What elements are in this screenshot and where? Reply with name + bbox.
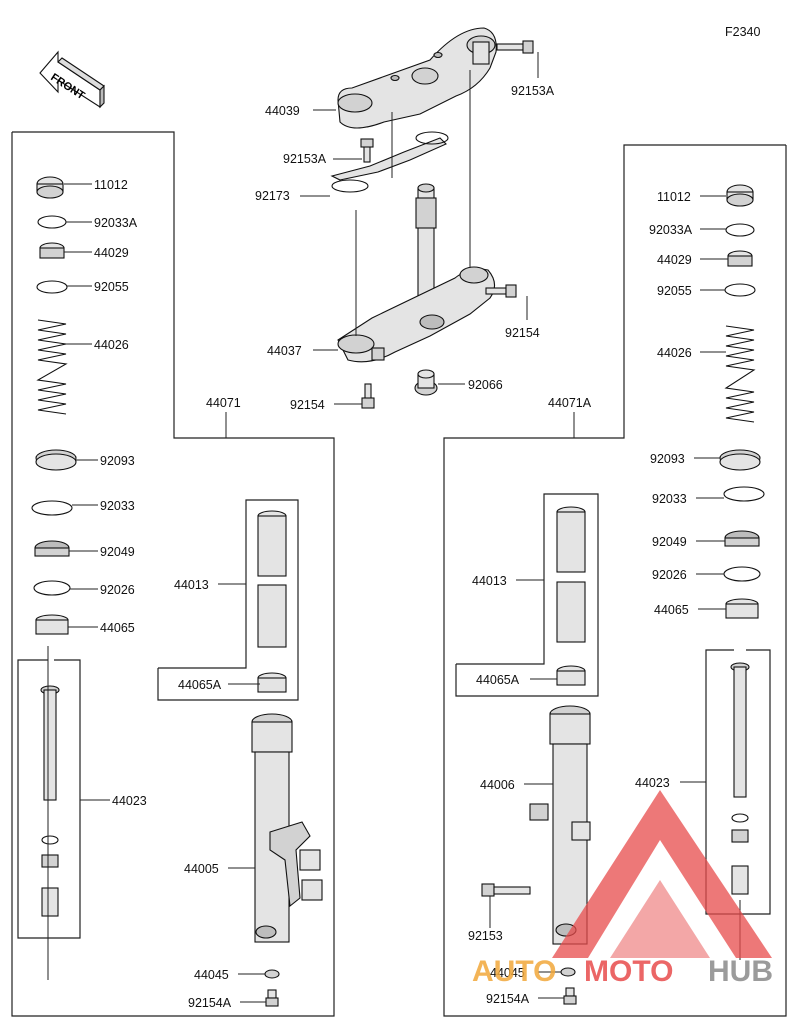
left-label-44065A: 44065A [178, 678, 222, 692]
label-44039: 44039 [265, 104, 300, 118]
label-92154-left: 92154 [290, 398, 325, 412]
label-92153A-mid: 92153A [283, 152, 327, 166]
left-label-92026: 92026 [100, 583, 135, 597]
left-label-92033A: 92033A [94, 216, 138, 230]
right-label-44065: 44065 [654, 603, 689, 617]
right-washer [560, 967, 576, 977]
left-label-44005: 44005 [184, 862, 219, 876]
right-label-92026: 92026 [652, 568, 687, 582]
left-label-44013: 44013 [174, 578, 209, 592]
left-label-92055: 92055 [94, 280, 129, 294]
left-label-44023: 44023 [112, 794, 147, 808]
watermark-logo [552, 790, 772, 958]
bolt-92154-left [361, 383, 375, 409]
left-label-44029: 44029 [94, 246, 129, 260]
right-label-44045: 44045 [490, 966, 525, 980]
right-label-44006: 44006 [480, 778, 515, 792]
watermark-text-auto: AUTO [472, 955, 556, 988]
upper-bracket [337, 27, 497, 129]
bolt-92153A-mid [360, 138, 374, 163]
right-label-44029: 44029 [657, 253, 692, 267]
right-drain-bolt [563, 987, 577, 1005]
label-44037: 44037 [267, 344, 302, 358]
lower-bracket [337, 266, 496, 363]
left-outer-tube [251, 713, 323, 943]
left-label-44071: 44071 [206, 396, 241, 410]
left-drain-bolt [265, 989, 279, 1007]
left-label-92093: 92093 [100, 454, 135, 468]
right-label-92033: 92033 [652, 492, 687, 506]
right-label-44013: 44013 [472, 574, 507, 588]
left-inner-tube [257, 510, 287, 693]
left-fork-parts [31, 176, 77, 917]
front-arrow-icon: FRONT [39, 50, 105, 109]
left-washer [264, 969, 280, 979]
left-label-44065: 44065 [100, 621, 135, 635]
label-92154-right: 92154 [505, 326, 540, 340]
right-label-92055: 92055 [657, 284, 692, 298]
right-label-44023: 44023 [635, 776, 670, 790]
right-label-11012: 11012 [657, 190, 691, 204]
right-outer-tube [529, 705, 591, 945]
steering-stem [415, 183, 437, 309]
left-label-44026: 44026 [94, 338, 129, 352]
label-92173: 92173 [255, 189, 290, 203]
right-label-44026: 44026 [657, 346, 692, 360]
bolt-92153A-top [496, 40, 534, 54]
label-92153A-top: 92153A [511, 84, 555, 98]
left-label-44045: 44045 [194, 968, 229, 982]
right-axle-clamp-bolt [481, 883, 531, 897]
left-label-11012: 11012 [94, 178, 128, 192]
figure-code: F2340 [725, 25, 760, 39]
bolt-92154-right [485, 284, 517, 298]
left-label-92033: 92033 [100, 499, 135, 513]
cap-92066 [414, 369, 438, 396]
right-label-92049: 92049 [652, 535, 687, 549]
right-fork-parts [719, 184, 765, 895]
right-label-92093: 92093 [650, 452, 685, 466]
handle-holder-bracket [330, 131, 449, 193]
right-label-44071A: 44071A [548, 396, 592, 410]
right-label-92033A: 92033A [649, 223, 693, 237]
right-inner-tube [556, 506, 586, 686]
watermark-text-hub: HUB [708, 955, 773, 988]
watermark-text-moto: MOTO [584, 955, 673, 988]
right-label-92154A: 92154A [486, 992, 530, 1006]
right-label-92153: 92153 [468, 929, 503, 943]
right-label-44065A: 44065A [476, 673, 520, 687]
label-92066: 92066 [468, 378, 503, 392]
left-label-92049: 92049 [100, 545, 135, 559]
left-label-92154A: 92154A [188, 996, 232, 1010]
